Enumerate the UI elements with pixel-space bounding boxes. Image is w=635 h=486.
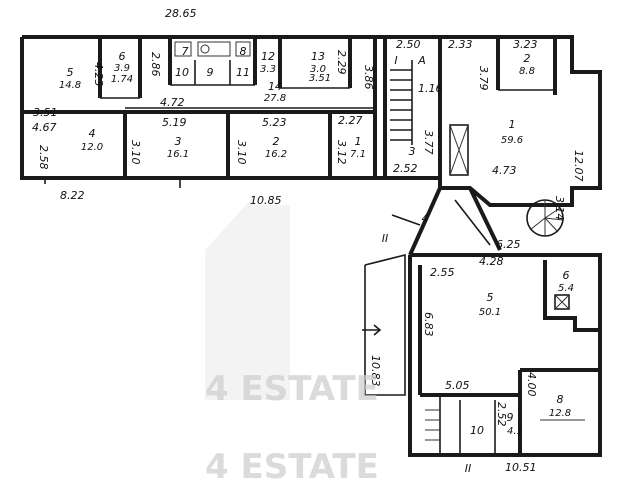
- dim: 2.52: [495, 402, 508, 427]
- room-area: 7.1: [350, 149, 366, 160]
- sanitary-fixtures: [174, 41, 251, 57]
- connector-walls: [391, 187, 502, 256]
- dim: 5.23: [262, 116, 287, 129]
- room-number: 1: [355, 135, 362, 148]
- room-number: 6: [563, 269, 570, 282]
- dim: 6.83: [422, 312, 435, 337]
- room-sub: 3.51: [309, 73, 331, 84]
- room-area: 8.8: [519, 66, 535, 77]
- dim-top-total: 28.65: [165, 7, 197, 20]
- dim: 4.67: [32, 121, 57, 134]
- room-number: 4: [89, 127, 96, 140]
- dim: 3.14: [553, 196, 566, 221]
- room-number: 5: [487, 291, 494, 304]
- dim: 3.10: [235, 140, 248, 165]
- room-number: 8: [557, 393, 564, 406]
- dim: 2.27: [338, 114, 363, 127]
- dim: 4.23: [92, 62, 105, 87]
- dim: 2.55: [430, 266, 455, 279]
- room-area: 16.1: [167, 149, 189, 160]
- dim: 2.52: [393, 162, 418, 175]
- dim: 5.05: [445, 379, 470, 392]
- room-number: 2: [273, 135, 280, 148]
- dim: 10.85: [250, 194, 282, 207]
- room-number: 1: [509, 118, 516, 131]
- room-number: II: [465, 462, 472, 475]
- dim: 2.29: [335, 50, 348, 75]
- room-number: I: [394, 54, 397, 67]
- room-number: 3: [409, 145, 416, 158]
- room-number: 14: [268, 80, 282, 93]
- lower-block-walls: [364, 253, 602, 457]
- dim: 2.58: [37, 145, 50, 170]
- dim: 4.73: [492, 164, 517, 177]
- dim: 3.77: [422, 130, 435, 155]
- watermark-shape: [255, 205, 290, 400]
- dim: 3.12: [335, 140, 348, 165]
- room-area: 16.2: [265, 149, 287, 160]
- room-number: 5: [67, 66, 74, 79]
- room-number: 10: [175, 66, 189, 79]
- dim: 3.79: [477, 66, 490, 91]
- room-number: 8: [240, 45, 247, 58]
- entrance-arrow-icon: [362, 324, 382, 336]
- room-sub: 1.74: [111, 74, 133, 85]
- room-area: 50.1: [479, 307, 501, 318]
- dim: 2.50: [396, 38, 421, 51]
- dim: 1.16: [418, 82, 443, 95]
- dim: 12.07: [572, 150, 585, 182]
- dim: 10.83: [369, 355, 382, 387]
- room-number: 9: [507, 411, 514, 424]
- dim: 3.10: [129, 140, 142, 165]
- dim: 2.33: [448, 38, 473, 51]
- room-number: 7: [182, 45, 189, 58]
- room-area: 3.9: [114, 63, 130, 74]
- dim: 3.86: [362, 65, 375, 90]
- spiral-stair: [526, 199, 564, 237]
- dim: 4.72: [160, 96, 185, 109]
- central-section-walls: [385, 35, 442, 180]
- dim: 4.28: [479, 255, 504, 268]
- watermark-text: 4 ESTATE: [205, 447, 379, 486]
- room-number: II: [382, 232, 389, 245]
- room-number: 12: [261, 50, 275, 63]
- room-area: 14.8: [59, 80, 81, 91]
- room-area: 5.4: [558, 283, 574, 294]
- room-number: 10: [470, 424, 484, 437]
- room-number: 13: [311, 50, 325, 63]
- dim: 10.51: [505, 461, 537, 474]
- room-area: 12.0: [81, 142, 103, 153]
- dim: 6.25: [496, 238, 521, 251]
- dim: 3.23: [513, 38, 538, 51]
- room-area: 3.3: [260, 64, 276, 75]
- dim: 3.51: [33, 106, 58, 119]
- dim: 8.22: [60, 189, 85, 202]
- watermark-shape: [205, 195, 255, 400]
- room-number: 6: [119, 50, 126, 63]
- room-number: 11: [236, 66, 250, 79]
- room-area: 4.1: [507, 426, 523, 437]
- left-wing-walls: [20, 35, 387, 188]
- room-number: 4: [422, 212, 429, 225]
- dim: 4.00: [525, 372, 538, 397]
- room-number: 2: [524, 52, 531, 65]
- watermark-text: 4 ESTATE: [205, 369, 379, 409]
- dim: 2.86: [149, 52, 162, 77]
- room-number: 3: [175, 135, 182, 148]
- room-area: 12.8: [549, 408, 571, 419]
- room-area: 3.0: [310, 64, 326, 75]
- right-upper-walls: [438, 35, 602, 207]
- dim: 5.19: [162, 116, 187, 129]
- room-number: A: [417, 54, 426, 67]
- room-number: 9: [207, 66, 214, 79]
- room-area: 27.8: [264, 93, 286, 104]
- room-area: 59.6: [501, 135, 523, 146]
